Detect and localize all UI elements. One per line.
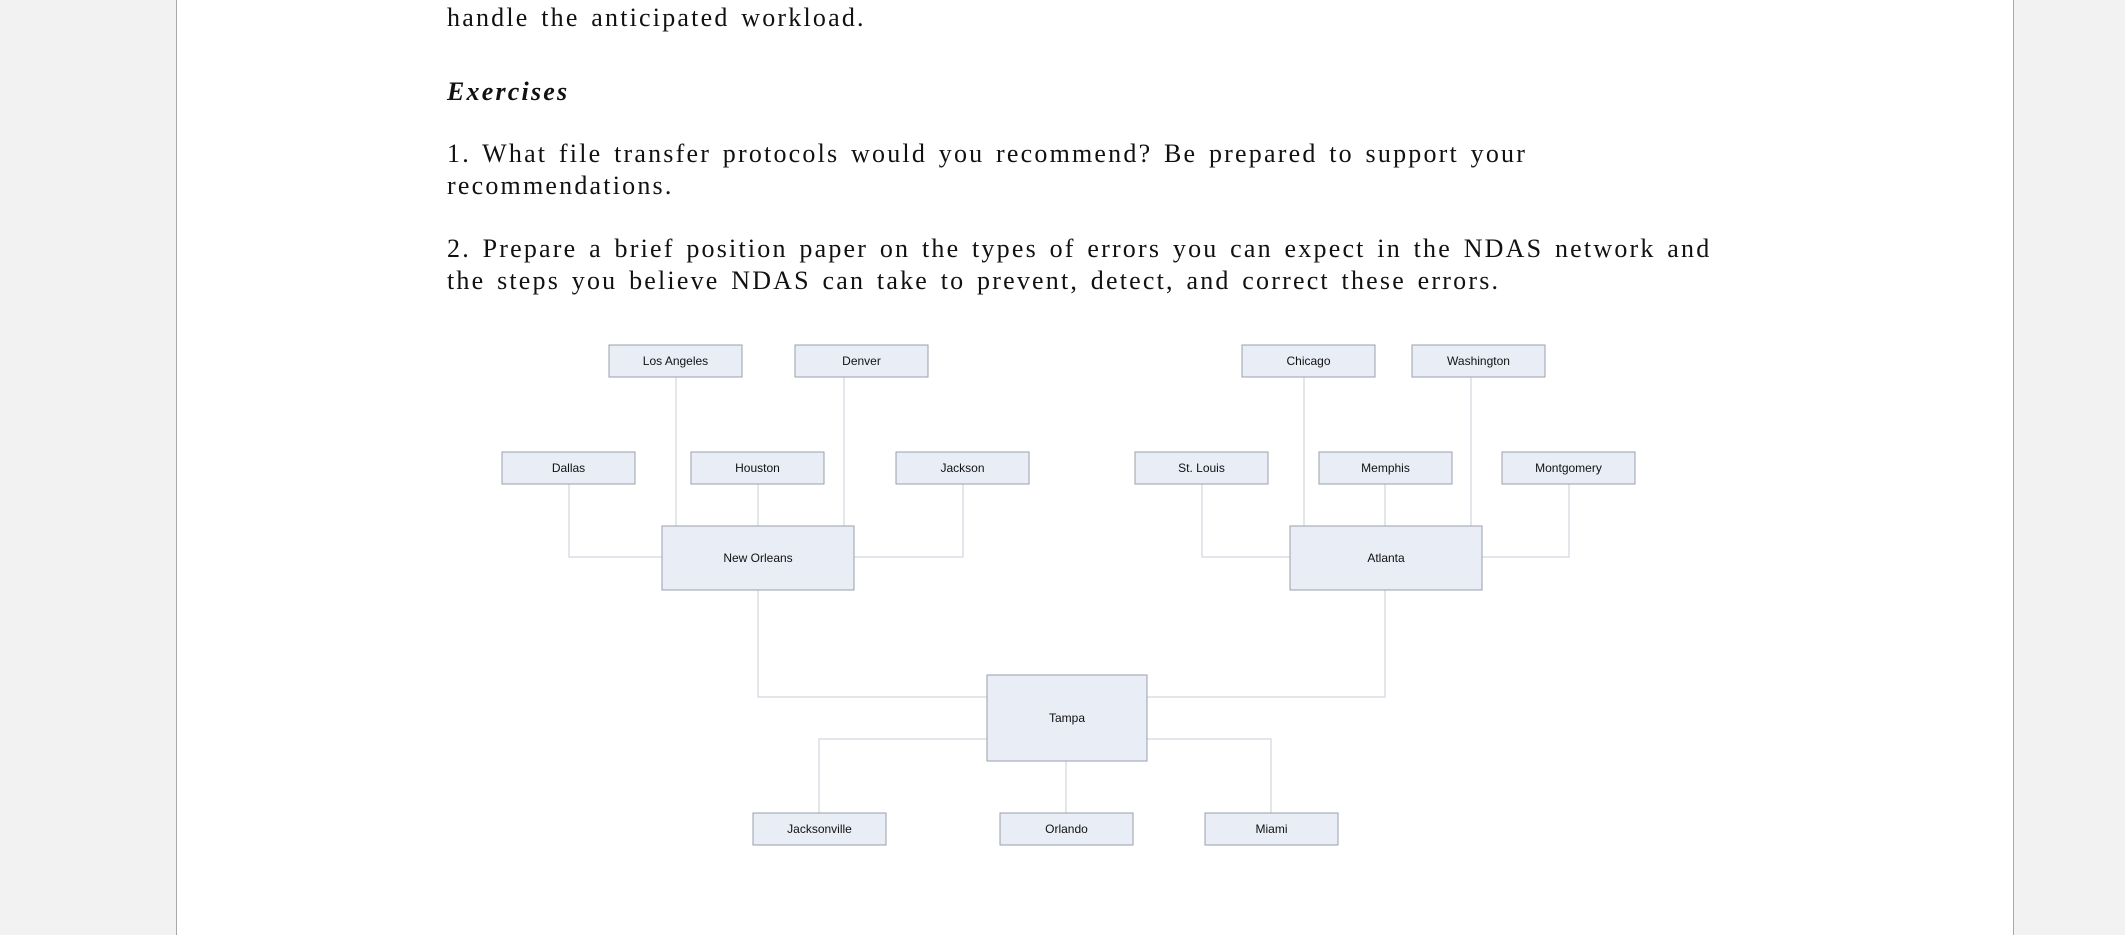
- link-st-louis-atlanta: [1201, 484, 1290, 558]
- node-label: Jackson: [940, 461, 984, 475]
- node-jacksonville: Jacksonville: [752, 812, 887, 846]
- node-orlando: Orlando: [999, 812, 1134, 846]
- section-heading: Exercises: [447, 77, 570, 106]
- node-denver: Denver: [794, 344, 929, 378]
- node-label: Atlanta: [1367, 551, 1405, 565]
- node-label: Tampa: [1049, 711, 1085, 725]
- node-label: Jacksonville: [787, 822, 852, 836]
- link-new-orleans-tampa: [757, 590, 987, 698]
- node-label: Orlando: [1045, 822, 1088, 836]
- node-label: Denver: [842, 354, 881, 368]
- exercise-1-line-2: recommendations.: [447, 171, 674, 200]
- document-page: [176, 0, 2014, 935]
- node-tampa: Tampa: [986, 674, 1148, 762]
- node-atlanta: Atlanta: [1289, 525, 1483, 591]
- node-washington: Washington: [1411, 344, 1546, 378]
- connectors: [568, 377, 1570, 813]
- node-label: Chicago: [1286, 354, 1330, 368]
- node-label: Miami: [1256, 822, 1288, 836]
- node-new-orleans: New Orleans: [661, 525, 855, 591]
- node-label: St. Louis: [1178, 461, 1225, 475]
- node-label: Washington: [1447, 354, 1510, 368]
- node-jackson: Jackson: [895, 451, 1030, 485]
- node-label: Memphis: [1361, 461, 1410, 475]
- link-atlanta-tampa: [1147, 590, 1386, 698]
- node-miami: Miami: [1204, 812, 1339, 846]
- node-dallas: Dallas: [501, 451, 636, 485]
- node-label: New Orleans: [723, 551, 792, 565]
- exercise-2-line-2: the steps you believe NDAS can take to p…: [447, 266, 1501, 295]
- link-tampa-miami: [1147, 738, 1272, 813]
- exercise-1-line-1: 1. What file transfer protocols would yo…: [447, 139, 1528, 168]
- link-tampa-jacksonville: [818, 738, 987, 813]
- node-montgomery: Montgomery: [1501, 451, 1636, 485]
- link-jackson-new-orleans: [854, 484, 964, 558]
- node-label: Montgomery: [1535, 461, 1602, 475]
- body-text-line: handle the anticipated workload.: [447, 3, 866, 32]
- node-los-angeles: Los Angeles: [608, 344, 743, 378]
- exercise-2-line-1: 2. Prepare a brief position paper on the…: [447, 234, 1712, 263]
- node-label: Los Angeles: [643, 354, 708, 368]
- node-memphis: Memphis: [1318, 451, 1453, 485]
- node-st-louis: St. Louis: [1134, 451, 1269, 485]
- link-dallas-new-orleans: [568, 484, 662, 558]
- link-montgomery-atlanta: [1482, 484, 1570, 558]
- node-label: Dallas: [552, 461, 585, 475]
- node-chicago: Chicago: [1241, 344, 1376, 378]
- node-label: Houston: [735, 461, 780, 475]
- node-houston: Houston: [690, 451, 825, 485]
